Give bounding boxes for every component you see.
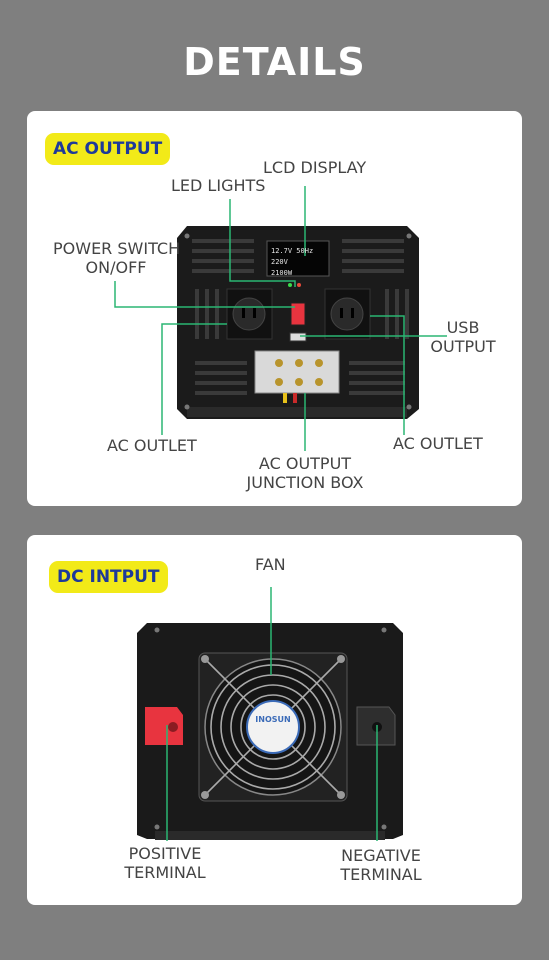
lcd-screen <box>266 240 330 277</box>
dc-input-panel: DC INTPUT FAN POSITIVE TERMINAL NEGATIVE… <box>27 535 522 905</box>
positive-terminal-label: POSITIVE TERMINAL <box>124 844 206 882</box>
screw <box>154 824 160 830</box>
inverter-back-illustration <box>137 587 403 841</box>
junction-box <box>254 350 340 394</box>
screw <box>406 404 412 410</box>
inverter-front-illustration <box>114 186 447 451</box>
vent-slots-top-right <box>342 239 404 273</box>
screw <box>184 404 190 410</box>
base-rail <box>187 407 407 417</box>
leader-lines <box>166 587 378 841</box>
usb-port <box>289 332 307 342</box>
ac-output-panel: AC OUTPUT LCD DISPLAY LED LIGHTS POWER S… <box>27 111 522 506</box>
power-switch[interactable] <box>290 302 306 326</box>
fan-sticker-text: INOSUN <box>255 715 291 724</box>
dc-input-badge: DC INTPUT <box>49 561 168 593</box>
vent-slots-top-left <box>192 239 254 273</box>
fan-hub-sticker <box>246 700 300 754</box>
fan-screw <box>337 655 345 663</box>
fan-screw <box>201 791 209 799</box>
fan-screw <box>337 791 345 799</box>
screw <box>381 627 387 633</box>
vent-slots-side-right <box>385 289 409 339</box>
leader-lines <box>114 186 447 451</box>
ac-outlet-left-label: AC OUTLET <box>107 436 197 455</box>
ac-outlet-right-label: AC OUTLET <box>393 434 483 453</box>
page-title: DETAILS <box>183 40 366 84</box>
fan-grill <box>204 658 342 796</box>
positive-terminal-cap <box>145 707 183 745</box>
screw <box>184 233 190 239</box>
junction-terminals <box>275 359 323 386</box>
fan-label: FAN <box>255 555 286 574</box>
negative-terminal-label: NEGATIVE TERMINAL <box>340 846 422 884</box>
vent-slots-bottom <box>195 361 405 395</box>
junction-box-label: AC OUTPUT JUNCTION BOX <box>246 454 364 492</box>
screw <box>381 824 387 830</box>
led-lights-label: LED LIGHTS <box>171 176 266 195</box>
led-red <box>297 283 301 287</box>
ac-output-badge: AC OUTPUT <box>45 133 171 165</box>
usb-output-label: USB OUTPUT <box>430 318 496 356</box>
screw <box>154 627 160 633</box>
vent-slots-side-left <box>195 289 219 339</box>
led-green <box>288 283 292 287</box>
lcd-display-label: LCD DISPLAY <box>263 158 367 177</box>
lcd-readout: 12.7V 50Hz 220V 2100W <box>271 247 314 277</box>
fan-screw <box>201 655 209 663</box>
screw <box>406 233 412 239</box>
power-switch-label: POWER SWITCH ON/OFF <box>53 239 181 277</box>
base-rail <box>155 831 385 840</box>
